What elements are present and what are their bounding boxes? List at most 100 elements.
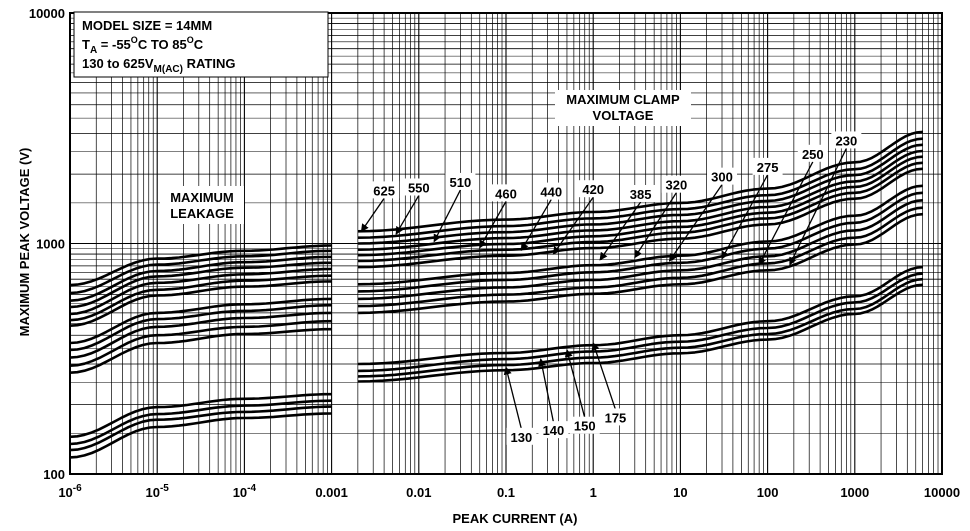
label-arrow-175 xyxy=(591,342,617,410)
series-label-275: 275 xyxy=(757,160,779,175)
label-bg-625 xyxy=(369,181,400,199)
leakage-curve-275 xyxy=(69,311,332,359)
clamp-curve-510 xyxy=(357,143,923,245)
series-label-130: 130 xyxy=(511,430,533,445)
label-bg-175 xyxy=(600,408,631,426)
clamp-curve-140 xyxy=(357,277,923,378)
series-label-625: 625 xyxy=(373,183,395,198)
clamp-label-line2: VOLTAGE xyxy=(593,108,654,123)
label-arrow-440 xyxy=(520,199,552,252)
series-label-250: 250 xyxy=(802,147,824,162)
leakage-curve-250 xyxy=(69,319,332,367)
label-bg-150 xyxy=(569,416,600,434)
leakage-curve-150 xyxy=(69,399,332,446)
label-bg-420 xyxy=(578,180,609,198)
label-bg-300 xyxy=(707,167,738,185)
leakage-curve-175 xyxy=(69,392,332,439)
info-box-line1: MODEL SIZE = 14MM xyxy=(82,18,212,33)
clamp-curve-385 xyxy=(357,167,923,269)
series-label-230: 230 xyxy=(835,133,857,148)
label-arrow-550 xyxy=(395,195,420,235)
series-label-140: 140 xyxy=(543,423,565,438)
label-arrow-320 xyxy=(634,192,677,259)
leakage-curve-440 xyxy=(69,267,332,316)
clamp-curve-230 xyxy=(357,212,923,315)
x-tick-label: 0.01 xyxy=(406,485,431,500)
clamp-curve-150 xyxy=(357,272,923,373)
label-bg-130 xyxy=(506,427,537,445)
x-tick-label: 1 xyxy=(590,485,597,500)
clamp-curve-275 xyxy=(357,199,923,301)
series-label-320: 320 xyxy=(666,178,688,193)
leakage-curve-130 xyxy=(69,412,332,459)
leakage-curve-320 xyxy=(69,297,332,345)
label-bg-460 xyxy=(491,184,521,202)
series-label-420: 420 xyxy=(582,182,604,197)
label-bg-140 xyxy=(538,421,569,439)
label-bg-275 xyxy=(752,157,783,175)
label-arrow-140 xyxy=(538,358,555,423)
label-arrow-300 xyxy=(668,184,723,262)
label-bg-320 xyxy=(661,175,692,193)
clamp-curve-175 xyxy=(357,265,923,366)
plot-frame xyxy=(69,12,943,475)
clamp-curve-420 xyxy=(357,161,923,263)
x-tick-label: 100 xyxy=(757,485,779,500)
x-tick-label: 1000 xyxy=(840,485,869,500)
label-bg-385 xyxy=(625,184,656,202)
series-label-550: 550 xyxy=(408,180,430,195)
x-axis-title: PEAK CURRENT (A) xyxy=(453,511,578,526)
series-label-460: 460 xyxy=(495,186,517,201)
clamp-curve-550 xyxy=(357,137,923,239)
series-label-300: 300 xyxy=(711,170,733,185)
clamp-curve-625 xyxy=(357,130,923,233)
leakage-curve-230 xyxy=(69,327,332,374)
leakage-curve-625 xyxy=(69,244,332,287)
label-arrow-150 xyxy=(564,349,586,418)
leakage-curve-420 xyxy=(69,274,332,322)
label-bg-550 xyxy=(403,178,434,196)
x-tick-label: 0.001 xyxy=(315,485,348,500)
x-tick-label: 10 xyxy=(673,485,687,500)
label-arrow-230 xyxy=(789,148,847,266)
x-tick-label: 10-6 xyxy=(58,483,82,500)
leakage-label-line1: MAXIMUM xyxy=(170,190,234,205)
info-box: MODEL SIZE = 14MM TA = -55OC TO 85OC 130… xyxy=(73,11,329,78)
series-label-175: 175 xyxy=(605,410,627,425)
label-arrow-420 xyxy=(552,196,594,255)
leakage-curve-385 xyxy=(69,280,332,327)
label-arrow-275 xyxy=(721,174,769,260)
series-label-440: 440 xyxy=(540,185,562,200)
leakage-curve-300 xyxy=(69,303,332,352)
label-bg-230 xyxy=(831,131,862,149)
label-arrow-130 xyxy=(503,366,522,429)
x-tick-label: 10-4 xyxy=(233,483,257,500)
label-arrow-625 xyxy=(360,198,385,233)
leakage-curve-140 xyxy=(69,405,332,452)
clamp-label-line1: MAXIMUM CLAMP xyxy=(566,92,680,107)
clamp-curve-300 xyxy=(357,191,923,293)
x-tick-label: 0.1 xyxy=(497,485,515,500)
y-tick-label: 10000 xyxy=(29,6,65,21)
curves xyxy=(69,130,923,459)
info-box-line2: TA = -55OC TO 85OC xyxy=(82,35,204,56)
clamp-curve-250 xyxy=(357,206,923,308)
clamp-curve-440 xyxy=(357,155,923,257)
y-axis-title: MAXIMUM PEAK VOLTAGE (V) xyxy=(17,148,32,337)
series-label-150: 150 xyxy=(574,419,596,434)
x-tick-label: 10-5 xyxy=(146,483,170,500)
leakage-curve-550 xyxy=(69,249,332,295)
clamp-curve-320 xyxy=(357,184,923,286)
leakage-label: MAXIMUM LEAKAGE xyxy=(160,186,244,224)
label-bg-440 xyxy=(536,182,567,200)
label-arrow-385 xyxy=(599,201,642,261)
label-arrow-460 xyxy=(479,201,507,249)
info-box-line3: 130 to 625VM(AC) RATING xyxy=(82,56,235,75)
leakage-curve-510 xyxy=(69,255,332,302)
label-bg-250 xyxy=(797,144,828,162)
label-arrow-250 xyxy=(758,161,814,266)
x-tick-label: 10000 xyxy=(924,485,960,500)
clamp-curve-460 xyxy=(357,149,923,251)
leakage-curve-460 xyxy=(69,261,332,309)
